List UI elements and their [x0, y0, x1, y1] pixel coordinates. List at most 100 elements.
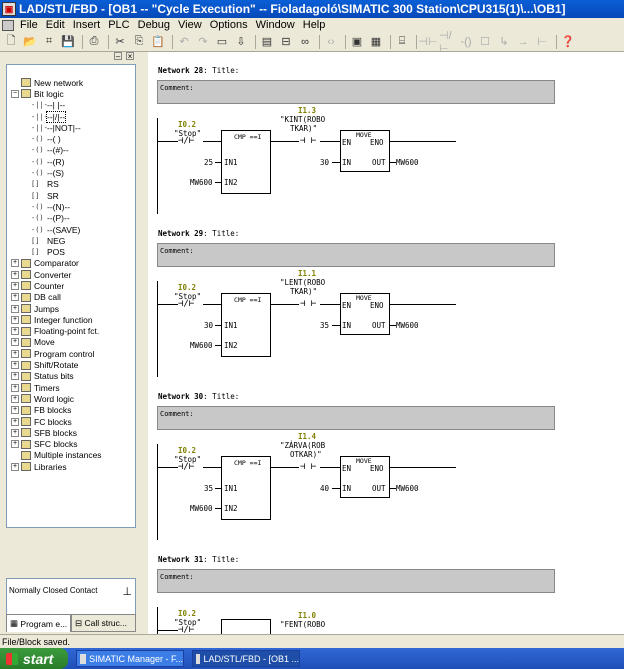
start-button[interactable]: start: [0, 648, 68, 669]
tree-item[interactable]: −Bit logic: [7, 88, 135, 99]
coil-icon[interactable]: -(): [460, 35, 472, 48]
monitor-icon[interactable]: ▭: [216, 36, 228, 48]
panel-close-icon[interactable]: ×: [126, 52, 134, 61]
address-icon[interactable]: ∞: [301, 35, 309, 48]
expand-icon[interactable]: +: [11, 270, 19, 279]
tree-item[interactable]: New network: [7, 77, 135, 88]
switch-icon[interactable]: ▦: [370, 36, 382, 48]
print-icon[interactable]: ⎙: [89, 35, 99, 47]
compare-box[interactable]: [221, 456, 271, 520]
tree-item[interactable]: +Libraries: [7, 461, 135, 472]
tree-item[interactable]: -()--( ): [7, 133, 135, 144]
network-title[interactable]: Network 31: Title:: [158, 555, 239, 564]
menu-help[interactable]: Help: [302, 19, 326, 31]
tree-item[interactable]: +Timers: [7, 382, 135, 393]
no-contact-icon[interactable]: ⊣ ⊢: [300, 299, 317, 309]
move-box[interactable]: [340, 130, 390, 172]
move-box[interactable]: [340, 456, 390, 498]
expand-icon[interactable]: +: [11, 462, 19, 471]
tree-item[interactable]: +Word logic: [7, 393, 135, 404]
branch-open-icon[interactable]: ↳: [499, 36, 509, 48]
expand-icon[interactable]: +: [11, 349, 19, 358]
expand-icon[interactable]: +: [11, 315, 19, 324]
tree-item[interactable]: -||---|NOT|--: [7, 122, 135, 133]
paste-icon[interactable]: 📋: [151, 36, 165, 48]
overview-icon[interactable]: ▤: [261, 36, 273, 48]
expand-icon[interactable]: +: [11, 361, 19, 370]
expand-icon[interactable]: +: [11, 281, 19, 290]
network-comment[interactable]: Comment:: [157, 406, 555, 430]
tree-item[interactable]: -()--(S): [7, 167, 135, 178]
menu-window[interactable]: Window: [255, 19, 295, 31]
connection-icon[interactable]: ⊢: [537, 36, 547, 48]
tree-item[interactable]: +FB blocks: [7, 405, 135, 416]
tree-item[interactable]: +Counter: [7, 280, 135, 291]
app-icon[interactable]: ▣: [2, 2, 16, 16]
expand-icon[interactable]: +: [11, 293, 19, 302]
expand-icon[interactable]: +: [11, 304, 19, 313]
tree-item[interactable]: -||---| |--: [7, 100, 135, 111]
tree-item[interactable]: +SFB blocks: [7, 427, 135, 438]
tree-item[interactable]: +DB call: [7, 292, 135, 303]
tree-item[interactable]: +SFC blocks: [7, 439, 135, 450]
tree-item[interactable]: []NEG: [7, 235, 135, 246]
menu-insert[interactable]: Insert: [72, 19, 101, 31]
expand-icon[interactable]: +: [11, 406, 19, 415]
tree-item[interactable]: []SR: [7, 190, 135, 201]
compare-box[interactable]: [221, 293, 271, 357]
document-icon[interactable]: [2, 19, 14, 31]
expand-icon[interactable]: +: [11, 394, 19, 403]
nc-contact-icon[interactable]: ⊣/⊢: [439, 29, 452, 55]
taskbar-simatic-manager[interactable]: SIMATIC Manager - F...: [76, 650, 184, 667]
overview-icon-2[interactable]: ⌸: [398, 35, 406, 47]
menu-edit[interactable]: Edit: [45, 19, 65, 31]
tree-item[interactable]: -()--(P)--: [7, 213, 135, 224]
expand-icon[interactable]: +: [11, 338, 19, 347]
expand-icon[interactable]: +: [11, 259, 19, 268]
move-box[interactable]: [340, 293, 390, 335]
expand-icon[interactable]: +: [11, 372, 19, 381]
nc-contact-icon[interactable]: ⊣/⊢: [178, 299, 195, 309]
nc-contact-icon[interactable]: ⊣/⊢: [178, 625, 195, 634]
no-contact-icon[interactable]: ⊣ ⊢: [300, 136, 317, 146]
tree-item[interactable]: +Program control: [7, 348, 135, 359]
menu-plc[interactable]: PLC: [108, 19, 130, 31]
tree-item[interactable]: -()--(N)--: [7, 201, 135, 212]
compare-box[interactable]: [221, 130, 271, 194]
box-icon[interactable]: ☐: [480, 36, 490, 48]
network-comment[interactable]: Comment:: [157, 80, 555, 104]
tree-item[interactable]: +Floating-point fct.: [7, 326, 135, 337]
expand-icon[interactable]: +: [11, 417, 19, 426]
new-icon[interactable]: 🗋: [6, 35, 16, 47]
tree-item[interactable]: +Comparator: [7, 258, 135, 269]
tree-item[interactable]: -||---|/|--: [7, 110, 135, 123]
pin-icon[interactable]: ⊥: [122, 586, 132, 598]
network-icon[interactable]: ⌗: [45, 35, 53, 47]
expand-icon[interactable]: +: [11, 383, 19, 392]
tree-item[interactable]: +Shift/Rotate: [7, 359, 135, 370]
no-contact-icon[interactable]: ⊣⊢: [418, 36, 438, 48]
program-icon[interactable]: ▣: [351, 36, 363, 48]
tree-item[interactable]: +Move: [7, 337, 135, 348]
tab-call-structure[interactable]: ⊟ Call struc...: [71, 614, 136, 632]
tab-program-elements[interactable]: ▦ Program e...: [6, 614, 71, 632]
redo-icon[interactable]: ↷: [198, 36, 208, 48]
tree-item[interactable]: +Status bits: [7, 371, 135, 382]
save-icon[interactable]: 💾: [61, 36, 75, 48]
tree-item[interactable]: +Jumps: [7, 303, 135, 314]
tree-item[interactable]: []POS: [7, 246, 135, 257]
compare-box[interactable]: [221, 619, 271, 634]
tree-item[interactable]: +Converter: [7, 269, 135, 280]
ladder-icon[interactable]: ⊟: [281, 36, 291, 48]
download-icon[interactable]: ⇩: [236, 36, 246, 48]
branch-close-icon[interactable]: →: [517, 35, 529, 48]
expand-icon[interactable]: +: [11, 440, 19, 449]
expand-icon[interactable]: +: [11, 428, 19, 437]
menu-file[interactable]: File: [20, 19, 38, 31]
tree-item[interactable]: +Integer function: [7, 314, 135, 325]
network-title[interactable]: Network 28: Title:: [158, 66, 239, 75]
network-comment[interactable]: Comment:: [157, 243, 555, 267]
menu-view[interactable]: View: [178, 19, 202, 31]
no-contact-icon[interactable]: ⊣ ⊢: [300, 462, 317, 472]
help-icon[interactable]: ❓: [561, 36, 575, 48]
